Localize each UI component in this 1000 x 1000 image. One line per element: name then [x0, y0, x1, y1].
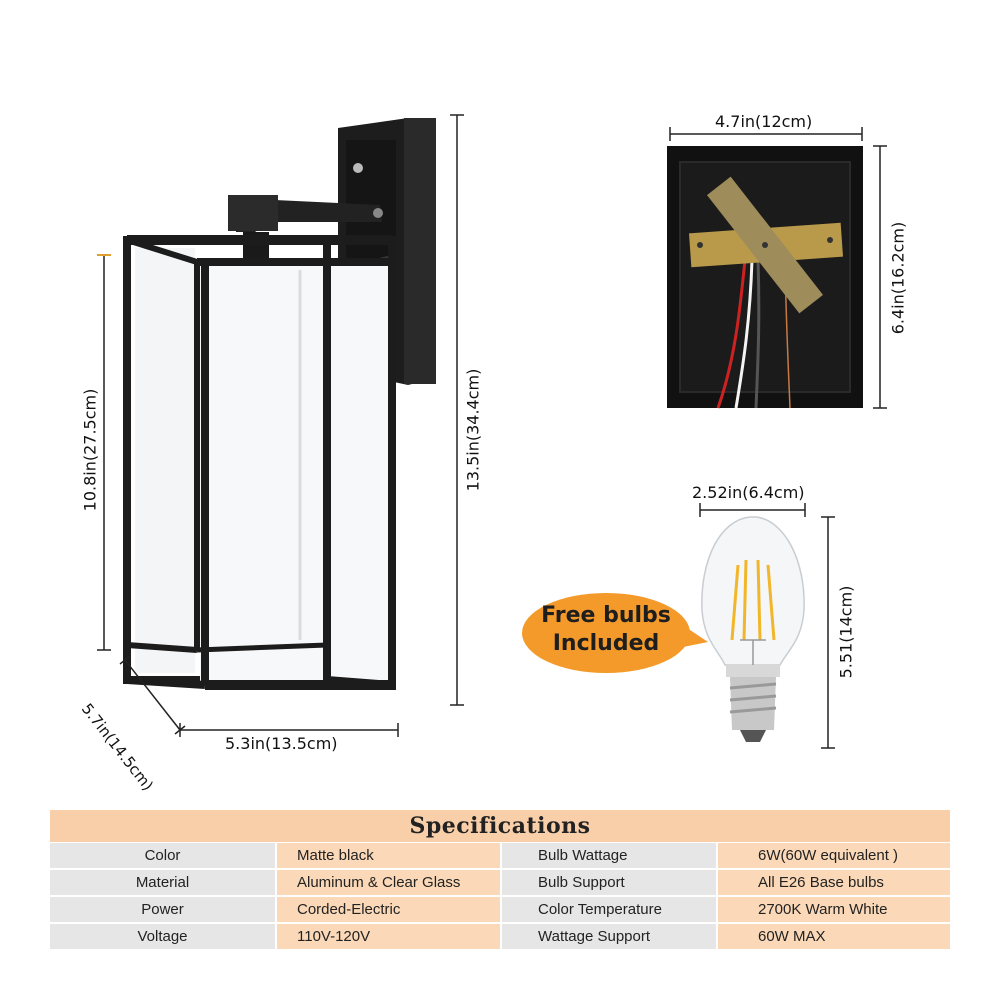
badge-line-2: Included	[552, 631, 660, 656]
spec-value: Aluminum & Clear Glass	[277, 870, 500, 895]
spec-value: All E26 Base bulbs	[718, 870, 950, 895]
spec-label: Power	[50, 897, 275, 922]
spec-label: Color	[50, 843, 275, 868]
wall-lantern-illustration	[97, 114, 464, 737]
spec-label: Voltage	[50, 924, 275, 949]
spec-value: 110V-120V	[277, 924, 500, 949]
bulb-width-label: 2.52in(6.4cm)	[692, 483, 805, 502]
bulb-height-label: 5.51(14cm)	[836, 585, 856, 679]
specifications-title: Specifications	[50, 810, 950, 842]
lamp-height-label: 10.8in(27.5cm)	[80, 388, 100, 512]
free-bulbs-badge: Free bulbs Included	[524, 602, 688, 658]
spec-value: 2700K Warm White	[718, 897, 950, 922]
specifications-table: Specifications Color Matte black Bulb Wa…	[50, 810, 950, 950]
box-height-label: 6.4in(16.2cm)	[888, 221, 908, 335]
width-label: 5.3in(13.5cm)	[225, 734, 338, 753]
speech-bubble-shape	[522, 593, 708, 673]
spec-label: Bulb Wattage	[502, 843, 716, 868]
spec-label: Bulb Support	[502, 870, 716, 895]
box-width-label: 4.7in(12cm)	[715, 112, 813, 131]
mounting-box-illustration	[667, 127, 887, 409]
badge-line-1: Free bulbs	[541, 603, 671, 628]
spec-value: 6W(60W equivalent )	[718, 843, 950, 868]
spec-label: Wattage Support	[502, 924, 716, 949]
led-bulb-illustration	[699, 503, 835, 749]
spec-label: Material	[50, 870, 275, 895]
spec-value: Matte black	[277, 843, 500, 868]
spec-value: 60W MAX	[718, 924, 950, 949]
spec-value: Corded-Electric	[277, 897, 500, 922]
spec-label: Color Temperature	[502, 897, 716, 922]
total-height-label: 13.5in(34.4cm)	[463, 368, 483, 492]
